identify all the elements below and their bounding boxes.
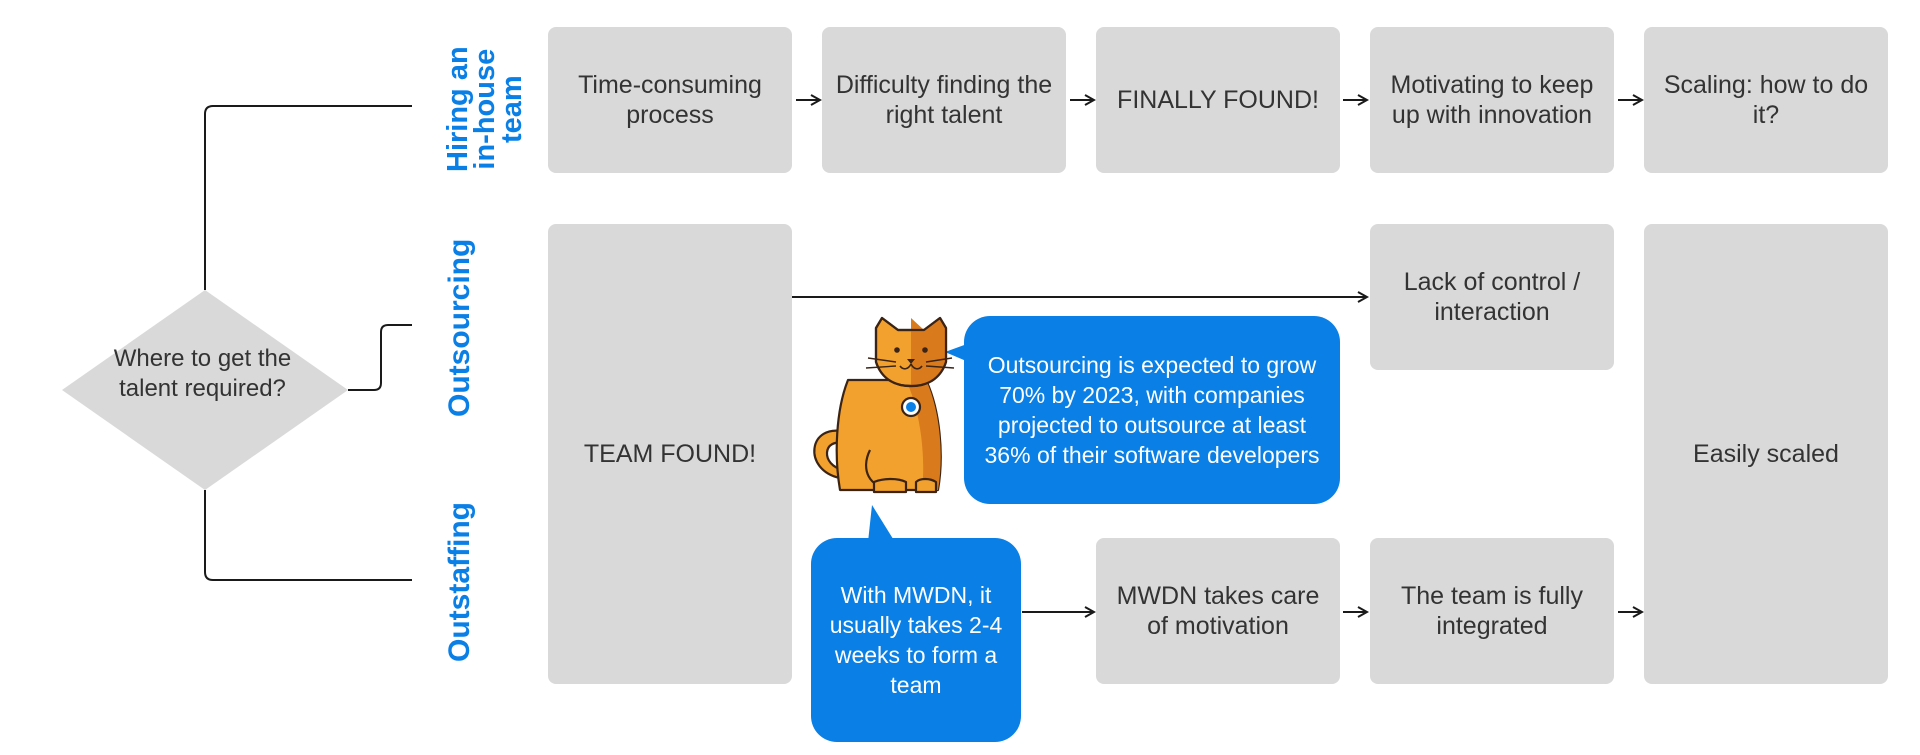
inhouse-step-2: Difficulty finding the right talent bbox=[822, 27, 1066, 173]
cat-mascot-icon bbox=[813, 316, 955, 494]
inhouse-step-1: Time-consuming process bbox=[548, 27, 792, 173]
row-label-inhouse: Hiring an in-house team bbox=[442, 46, 528, 172]
row-label-outsourcing: Outsourcing bbox=[443, 238, 476, 417]
inhouse-step-4: Motivating to keep up with innovation bbox=[1370, 27, 1614, 173]
row-label-outstaffing: Outstaffing bbox=[443, 502, 476, 662]
outsourcing-stat-bubble: Outsourcing is expected to grow 70% by 2… bbox=[964, 316, 1340, 504]
row-label-inhouse-line1: Hiring an bbox=[442, 46, 474, 172]
branch-line-outstaffing bbox=[204, 490, 412, 581]
team-integrated-box: The team is fully integrated bbox=[1370, 538, 1614, 684]
inhouse-step-3: FINALLY FOUND! bbox=[1096, 27, 1340, 173]
bubble-tail-mwdn bbox=[868, 505, 895, 542]
inhouse-step-5: Scaling: how to do it? bbox=[1644, 27, 1888, 173]
branch-line-inhouse bbox=[204, 105, 412, 290]
decision-diamond bbox=[62, 290, 348, 490]
team-found-box: TEAM FOUND! bbox=[548, 224, 792, 684]
mwdn-time-bubble: With MWDN, it usually takes 2-4 weeks to… bbox=[811, 538, 1021, 742]
row-label-inhouse-line2: in-house bbox=[469, 48, 501, 170]
decision-label: Where to get the talent required? bbox=[113, 345, 292, 402]
row-label-inhouse-line3: team bbox=[496, 75, 528, 144]
easily-scaled-box: Easily scaled bbox=[1644, 224, 1888, 684]
branch-line-outsourcing bbox=[348, 324, 412, 391]
lack-of-control-box: Lack of control / interaction bbox=[1370, 224, 1614, 370]
mwdn-motivation-box: MWDN takes care of motivation bbox=[1096, 538, 1340, 684]
